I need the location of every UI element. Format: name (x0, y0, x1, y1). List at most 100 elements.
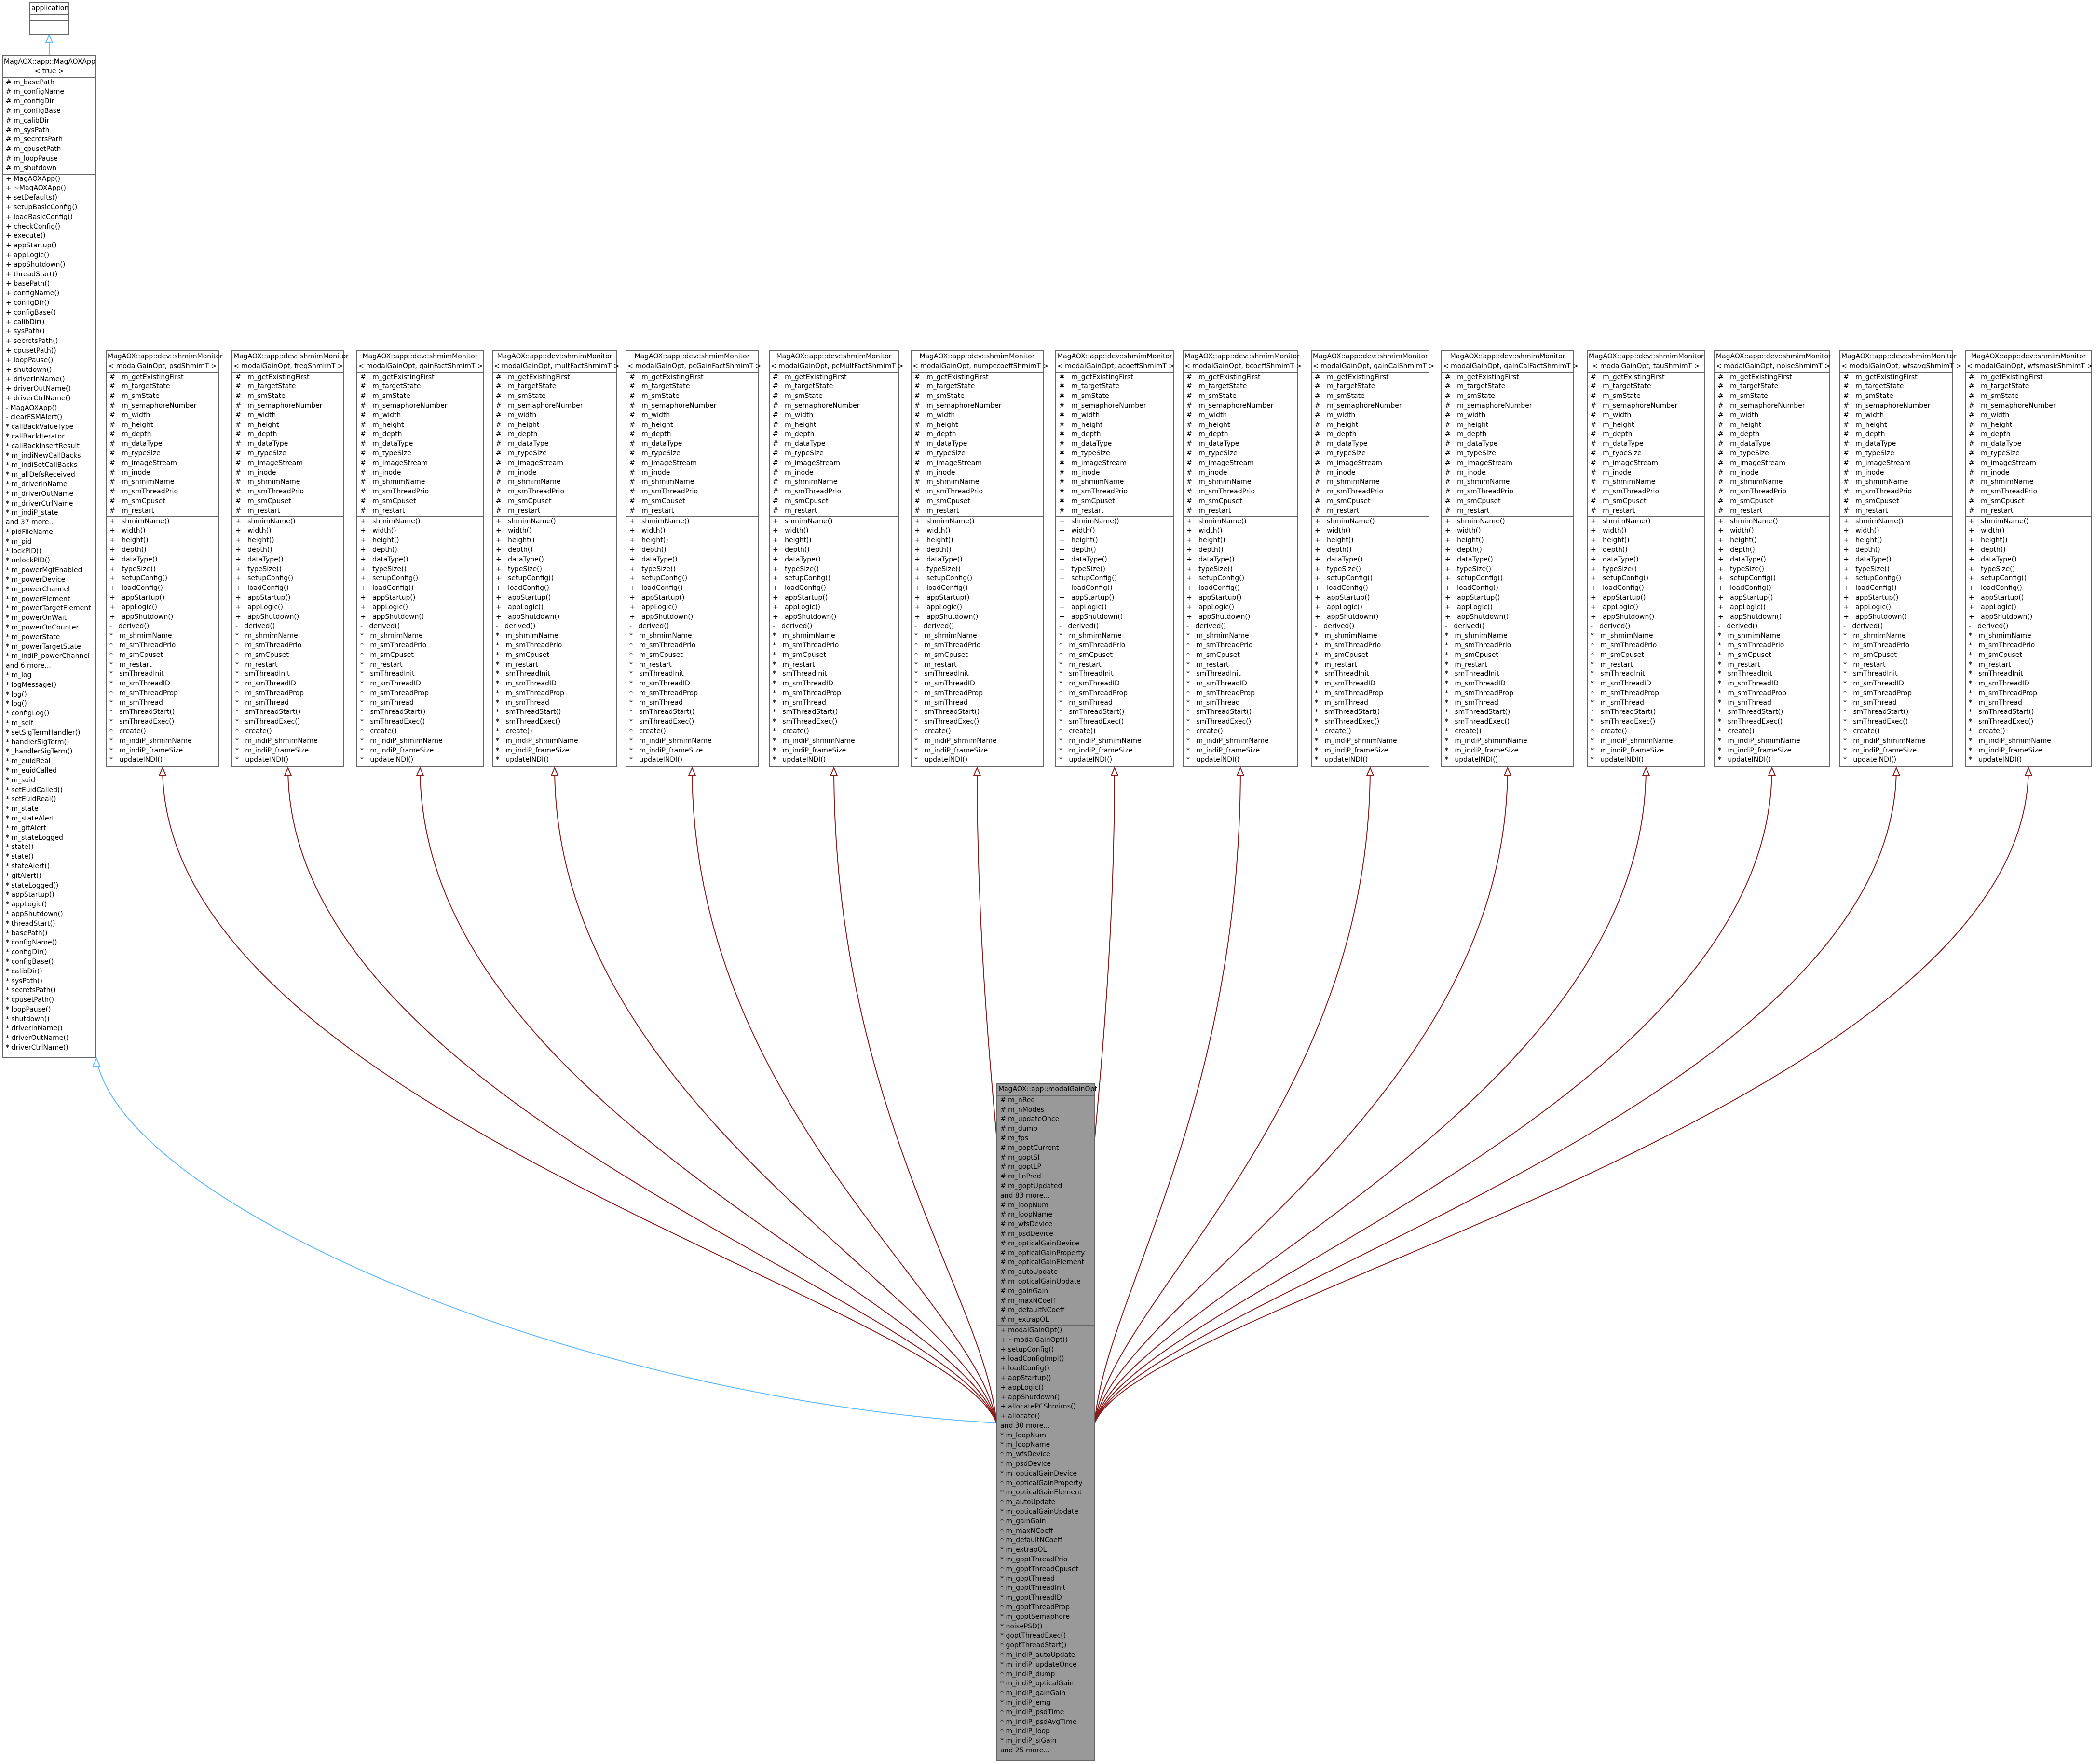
class-method: * m_indiP_siGain (1000, 1737, 1057, 1745)
class-method: * smThreadExec() (773, 718, 838, 726)
class-method: * m_opticalGainElement (1000, 1489, 1082, 1497)
class-method: * create() (1969, 727, 2005, 736)
class-method: * m_indiP_frameSize (1843, 746, 1917, 754)
class-method: + typeSize() (1059, 565, 1106, 573)
class-method: + shmimName() (360, 517, 421, 525)
class-attribute: # m_gainGain (1000, 1287, 1048, 1295)
class-attribute: # m_width (1718, 411, 1759, 419)
class-attribute: # m_restart (1445, 506, 1490, 515)
class-attribute: # m_nModes (1000, 1106, 1045, 1114)
class-attribute: # m_height (235, 421, 279, 429)
title-line: < modalGainOpt, wfsmaskShmimT > (1967, 362, 2093, 370)
class-method: * smThreadStart() (1315, 708, 1380, 716)
class-method: * m_smThread (1445, 698, 1498, 707)
class-method: * m_indiP_shmimName (1186, 737, 1269, 745)
title-line: MagAOX::app::dev::shmimMonitor (1313, 353, 1428, 360)
class-attribute: # m_typeSize (1591, 449, 1642, 457)
class-method: + calibDir() (6, 318, 45, 326)
class-attribute: # m_depth (773, 430, 815, 438)
class-method: * m_indiP_shmimName (496, 737, 578, 745)
class-attribute: # m_opticalGainUpdate (1000, 1277, 1081, 1285)
class-method: + appStartup() (1969, 593, 2024, 602)
class-method: * m_smThreadID (914, 680, 975, 688)
class-attribute: # m_typeSize (914, 449, 966, 457)
class-title: MagAOX::app::modalGainOpt (997, 1084, 1097, 1096)
class-method: + loadConfig() (914, 584, 968, 592)
class-method: + loadConfig() (1969, 584, 2022, 592)
class-attribute: # m_typeSize (109, 449, 161, 457)
class-method: * updateINDI() (109, 756, 163, 764)
class-attribute: # m_inode (1445, 468, 1486, 477)
class-method: - derived() (773, 622, 813, 630)
class-method: + allocate() (1000, 1412, 1040, 1421)
class-shmim-monitor[interactable]: MagAOX::app::dev::shmimMonitor< modalGai… (1055, 350, 1174, 767)
class-method: + appShutdown() (109, 613, 174, 621)
class-shmim-monitor[interactable]: MagAOX::app::dev::shmimMonitor< modalGai… (626, 350, 761, 767)
class-method: * m_opticalGainDevice (1000, 1469, 1077, 1477)
class-method: + appStartup() (629, 593, 685, 602)
class-shmim-monitor[interactable]: MagAOX::app::dev::shmimMonitor< modalGai… (1965, 350, 2093, 767)
class-method: + depth() (1591, 546, 1628, 554)
inheritance-edge (96, 1059, 997, 1423)
class-method: * smThreadInit (235, 670, 290, 678)
class-shmim-monitor[interactable]: MagAOX::app::dev::shmimMonitor< modalGai… (1311, 350, 1434, 767)
class-attribute: # m_imageStream (1591, 459, 1658, 467)
class-shmim-monitor[interactable]: MagAOX::app::dev::shmimMonitor< modalGai… (1183, 350, 1302, 767)
class-method: * smThreadInit (1186, 670, 1241, 678)
class-shmim-monitor[interactable]: MagAOX::app::dev::shmimMonitor< modalGai… (1441, 350, 1579, 767)
class-method: + driverCtrlName() (6, 394, 71, 402)
class-method: * m_shmimName (1591, 632, 1653, 640)
class-method: + loadConfig() (629, 584, 683, 592)
class-shmim-monitor[interactable]: MagAOX::app::dev::shmimMonitor< modalGai… (769, 350, 903, 767)
class-attribute: # m_goptLP (1000, 1163, 1041, 1171)
class-method: * m_smThreadID (1843, 680, 1904, 688)
class-shmim-monitor[interactable]: MagAOX::app::dev::shmimMonitor< modalGai… (1839, 350, 1961, 767)
title-line: < modalGainOpt, noiseShmimT > (1716, 362, 1831, 370)
class-method: * m_driverOutName (6, 490, 73, 498)
class-shmim-monitor[interactable]: MagAOX::app::dev::shmimMonitor< modalGai… (911, 350, 1048, 767)
class-method: + configBase() (6, 308, 56, 316)
class-method: + depth() (1843, 546, 1880, 554)
class-attribute: # m_getExistingFirst (629, 373, 704, 381)
class-method: * create() (1591, 727, 1627, 736)
class-method: + height() (1059, 536, 1098, 545)
class-method: + driverOutName() (6, 385, 71, 393)
class-method: * m_smCpuset (629, 651, 683, 659)
class-shmim-monitor[interactable]: MagAOX::app::dev::shmimMonitor< modalGai… (1587, 350, 1705, 767)
class-attribute: # m_targetState (360, 383, 421, 391)
attributes-section: # m_getExistingFirst# m_targetState# m_s… (493, 373, 616, 517)
class-shmim-monitor[interactable]: MagAOX::app::dev::shmimMonitor< modalGai… (1714, 350, 1831, 767)
class-method: + setDefaults() (6, 194, 57, 202)
class-method: + width() (629, 527, 666, 535)
class-method: + width() (1969, 527, 2005, 535)
title-line: < modalGainOpt, multFactShmimT > (494, 362, 620, 370)
class-attribute: # m_goptUpdated (1000, 1182, 1062, 1190)
class-shmim-monitor[interactable]: MagAOX::app::dev::shmimMonitor< modalGai… (106, 350, 223, 767)
class-magaoxapp[interactable]: MagAOX::app::MagAOXApp< true > # m_baseP… (2, 55, 96, 1058)
class-method: + dataType() (1969, 555, 2017, 563)
class-method: + dataType() (1843, 555, 1892, 563)
class-method: * m_smThreadProp (914, 689, 983, 697)
class-shmim-monitor[interactable]: MagAOX::app::dev::shmimMonitor< modalGai… (356, 350, 484, 767)
class-method: * driverOutName() (6, 1034, 69, 1042)
class-method: * smThreadStart() (1059, 708, 1125, 716)
class-attribute: # m_smThreadPrio (773, 488, 842, 496)
class-method: + appStartup() (1000, 1374, 1051, 1382)
class-method: + appShutdown() (235, 613, 299, 621)
class-method: * m_suid (6, 776, 36, 784)
class-attribute: # m_semaphoreNumber (235, 401, 323, 410)
class-modalgainopt[interactable]: MagAOX::app::modalGainOpt # m_nReq# m_nM… (996, 1083, 1097, 1761)
class-application[interactable]: application (29, 2, 69, 35)
class-shmim-monitor[interactable]: MagAOX::app::dev::shmimMonitor< modalGai… (492, 350, 620, 767)
class-attribute: # m_psdDevice (1000, 1230, 1053, 1238)
class-method: - derived() (1718, 622, 1758, 630)
class-method: * m_smCpuset (1445, 651, 1498, 659)
template-arrowhead (550, 766, 559, 776)
class-method: * smThreadExec() (360, 718, 425, 726)
template-arrowhead (416, 766, 424, 776)
class-shmim-monitor[interactable]: MagAOX::app::dev::shmimMonitor< modalGai… (231, 350, 349, 767)
class-method: + loadConfig() (1445, 584, 1498, 592)
class-method: * smThreadExec() (496, 718, 561, 726)
class-attribute: # m_width (109, 411, 150, 419)
class-method: * m_smThreadProp (1591, 689, 1659, 697)
